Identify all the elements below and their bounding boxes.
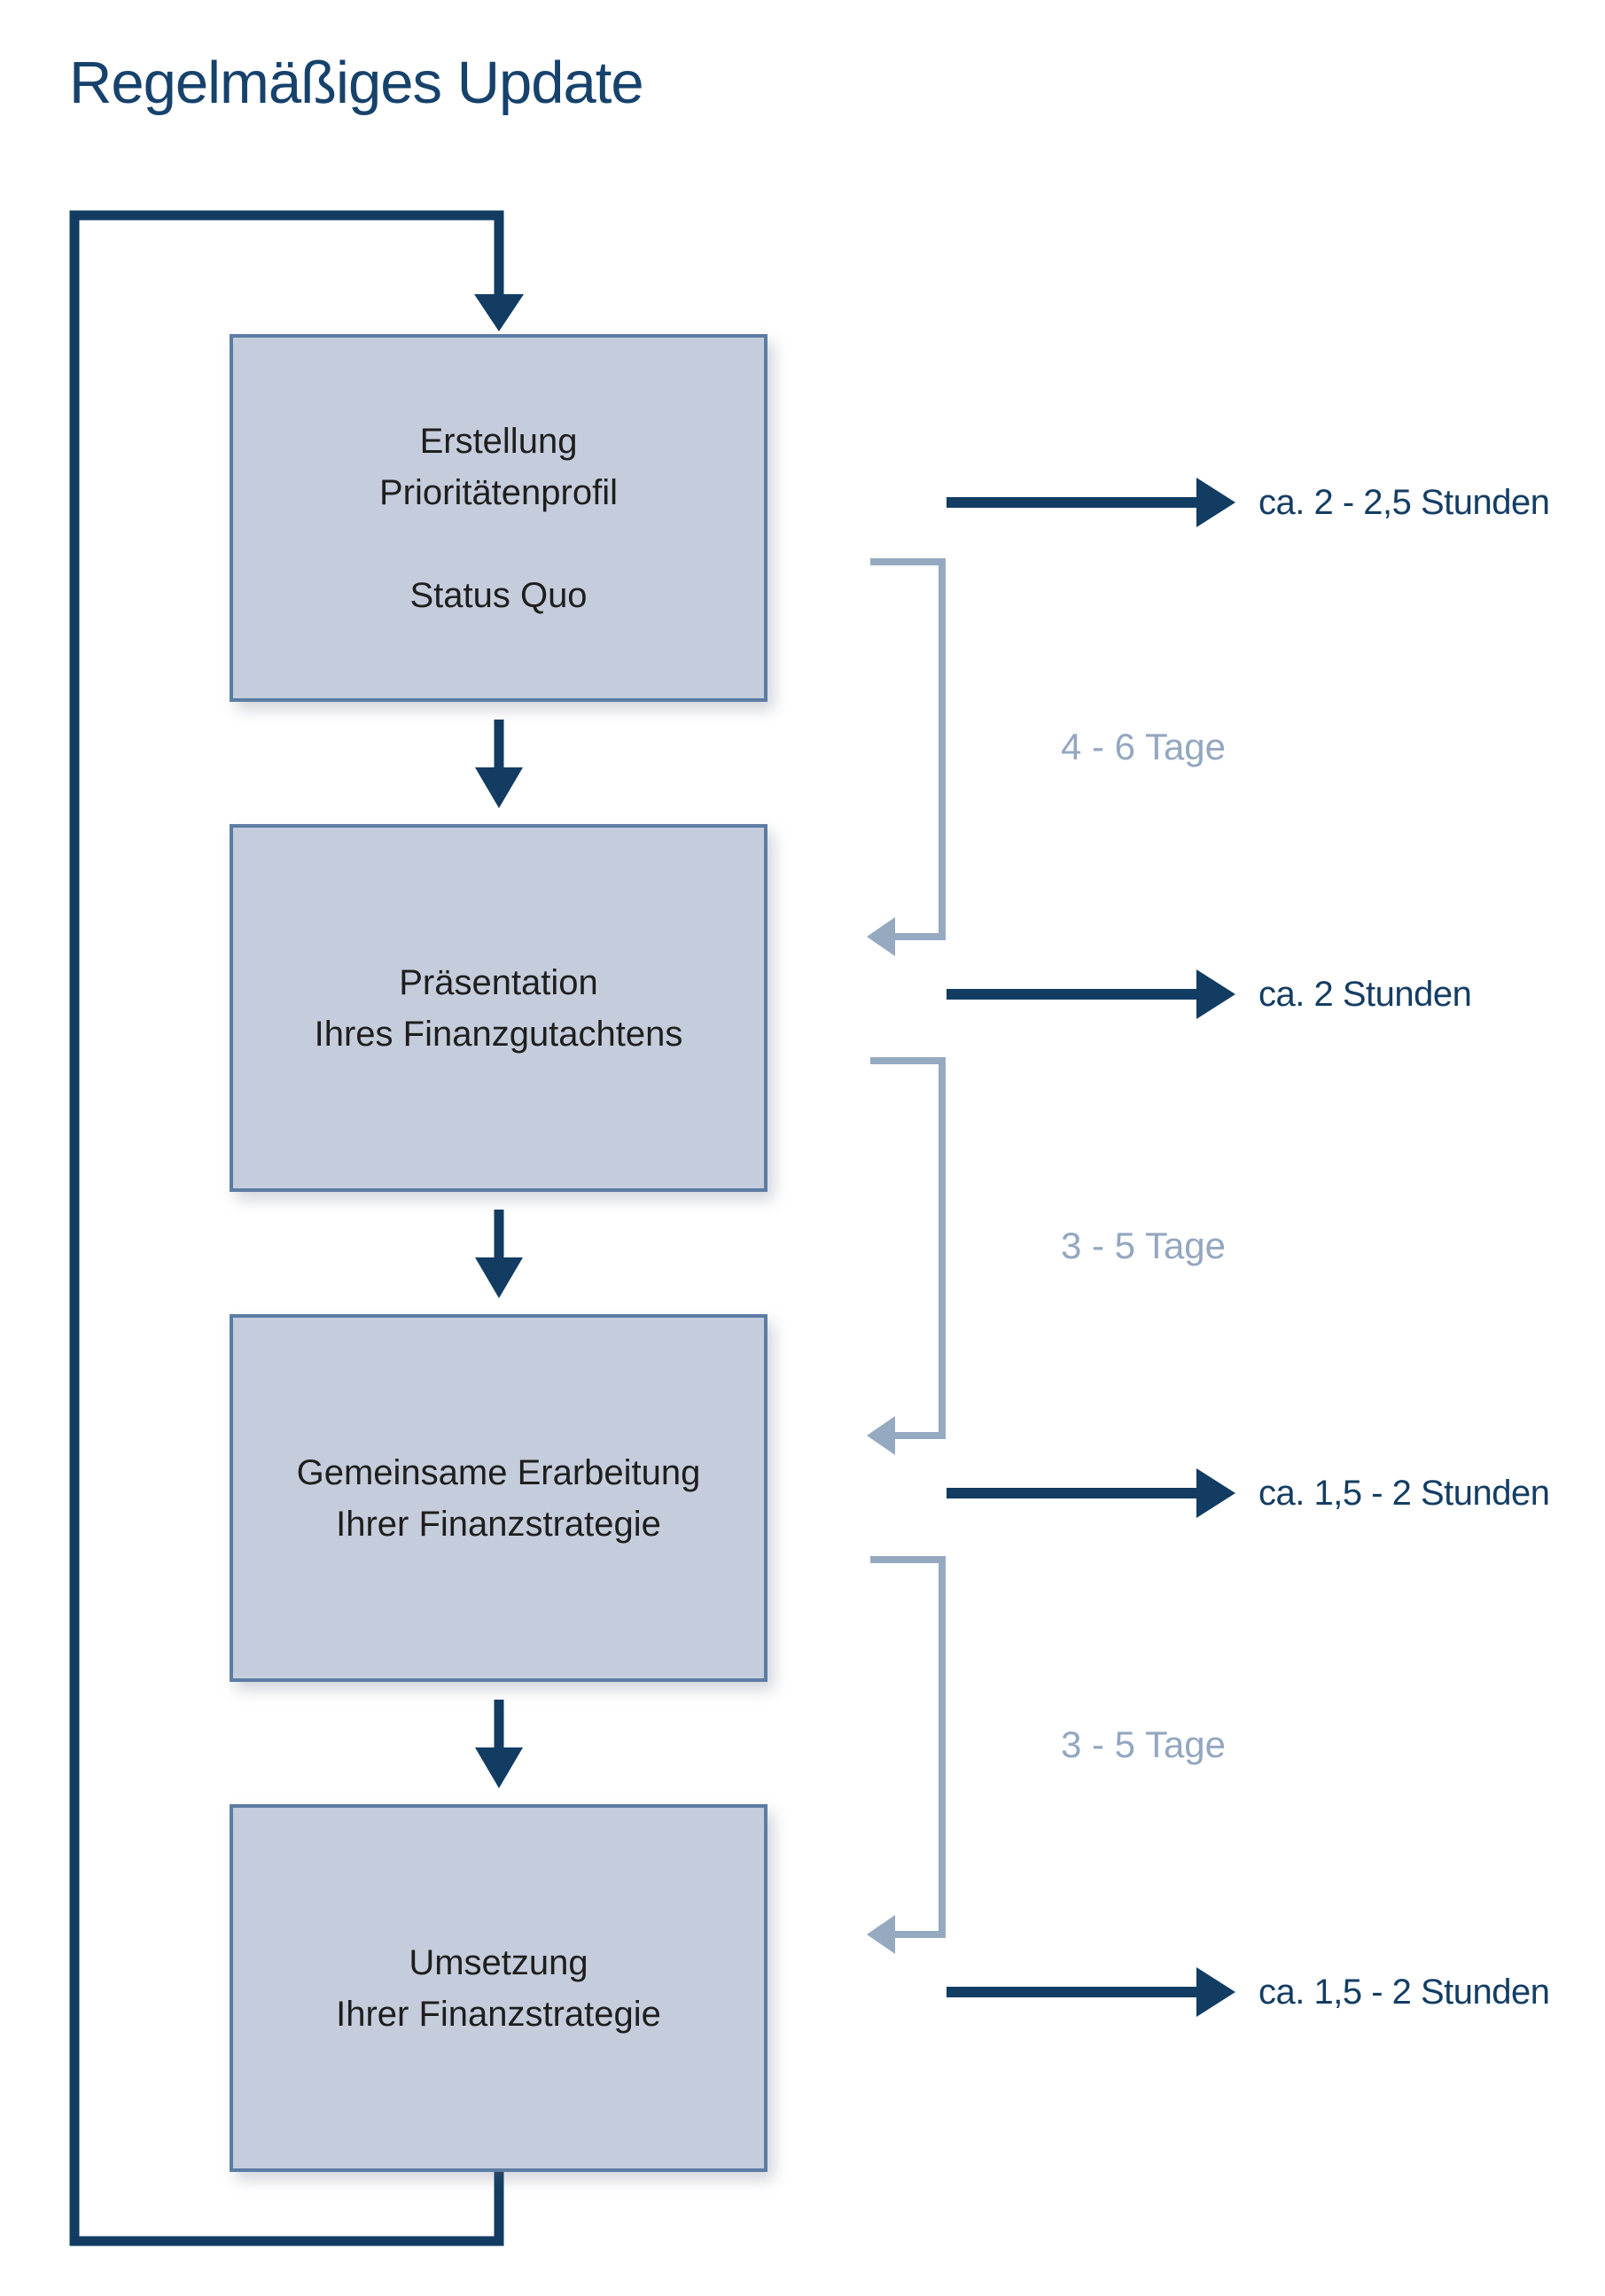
loop-and-down-arrows: [69, 210, 1196, 2246]
page-title: Regelmäßiges Update: [69, 50, 644, 116]
duration-label-4: ca. 1,5 - 2 Stunden: [1258, 1973, 1550, 2012]
flow-step-1-line-1: Erstellung: [419, 421, 578, 461]
bracket-arrowhead-3: [867, 1915, 895, 1954]
flow-step-3-box: Gemeinsame Erarbeitung Ihrer Finanzstrat…: [230, 1314, 767, 1682]
flow-step-2-line-1: Präsentation: [399, 962, 598, 1002]
loop-arrow-path: [69, 210, 504, 2246]
duration-label-3: ca. 1,5 - 2 Stunden: [1258, 1474, 1550, 1513]
duration-arrowhead-4: [1196, 1967, 1235, 2017]
duration-arrowhead-1: [1196, 478, 1235, 527]
down-arrowhead-3: [475, 1747, 523, 1788]
flow-step-2-box: Präsentation Ihres Finanzgutachtens: [230, 824, 767, 1192]
flow-step-3-line-2: Ihrer Finanzstrategie: [336, 1504, 661, 1544]
navy-arrowheads: [474, 294, 1235, 2017]
loop-arrowhead: [474, 294, 524, 331]
down-arrowhead-2: [475, 1257, 523, 1298]
flow-step-1-box: Erstellung Prioritätenprofil Status Quo: [230, 334, 767, 702]
bracket-arrowhead-2: [867, 1416, 895, 1455]
duration-arrowhead-2: [1196, 969, 1235, 1019]
flow-step-4-line-2: Ihrer Finanzstrategie: [336, 1994, 661, 2034]
flow-step-4-box: Umsetzung Ihrer Finanzstrategie: [230, 1804, 767, 2172]
flow-step-3-line-1: Gemeinsame Erarbeitung: [296, 1452, 701, 1492]
duration-label-2: ca. 2 Stunden: [1258, 975, 1472, 1014]
flow-step-1-subline: Status Quo: [409, 575, 588, 615]
bracket-arrowhead-1: [867, 917, 895, 956]
bracket-arrowheads: [867, 917, 895, 1954]
flow-step-1-line-2: Prioritätenprofil: [378, 472, 618, 512]
interval-bracket-1: [870, 558, 946, 940]
interval-label-1: 4 - 6 Tage: [1061, 726, 1227, 767]
flow-step-4-line-1: Umsetzung: [409, 1942, 588, 1982]
down-arrowhead-1: [475, 767, 523, 808]
interval-brackets: [870, 558, 946, 1938]
interval-label-3: 3 - 5 Tage: [1061, 1724, 1227, 1765]
flow-step-2-line-2: Ihres Finanzgutachtens: [314, 1014, 683, 1054]
interval-label-2: 3 - 5 Tage: [1061, 1225, 1227, 1266]
interval-bracket-2: [870, 1057, 946, 1439]
duration-arrowhead-3: [1196, 1468, 1235, 1518]
interval-bracket-3: [870, 1556, 946, 1938]
duration-label-1: ca. 2 - 2,5 Stunden: [1258, 483, 1550, 522]
